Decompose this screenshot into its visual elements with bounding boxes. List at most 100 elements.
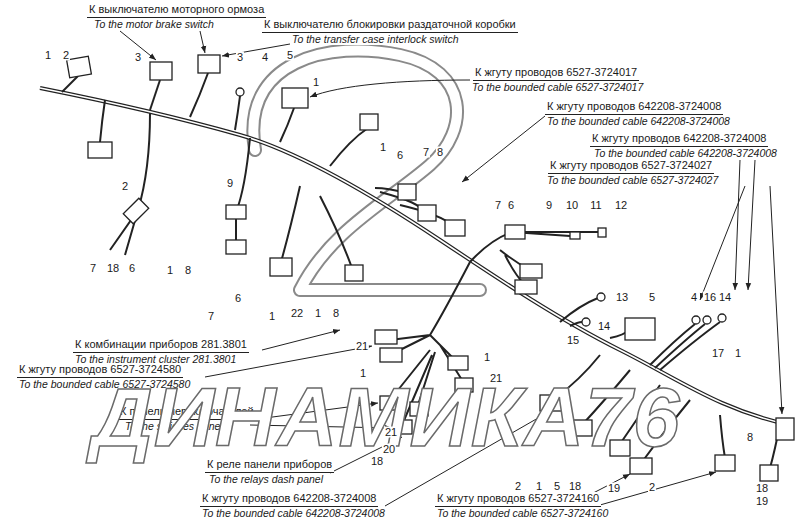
callout-number: 8 [184, 265, 192, 276]
leader-arrow [205, 346, 372, 377]
callout-number: 9 [226, 178, 234, 189]
callout-number: 21 [384, 427, 398, 438]
branch-wire [330, 128, 368, 166]
leader-arrow [222, 44, 290, 56]
callout-number: 2 [514, 481, 522, 492]
connector [282, 88, 308, 108]
callout-number: 18 [568, 481, 582, 492]
callout-number: 1 [379, 142, 387, 153]
callout-number: 7 [207, 311, 215, 322]
connector [625, 318, 655, 340]
english-caption: To the bounded cable 642208-3724008 [200, 507, 387, 519]
connector [505, 225, 525, 239]
harness-trunk [40, 88, 790, 425]
connector [540, 395, 564, 411]
ring-terminal [582, 318, 590, 326]
connector [776, 418, 794, 440]
connector [198, 55, 220, 73]
leader-arrow [600, 472, 716, 505]
connector [150, 62, 172, 80]
callout-number: 7 [422, 147, 430, 158]
callout-number: 1 [268, 311, 276, 322]
branch-wire [150, 80, 160, 110]
callout-number: 14 [718, 292, 732, 303]
callout-number: 19 [755, 496, 769, 507]
callout-number: 19 [607, 483, 621, 494]
leader-arrow [250, 403, 378, 420]
watermark: ДИНАМИКА76 [92, 372, 681, 462]
callout-number: 6 [396, 150, 404, 161]
logo-shape [253, 50, 480, 290]
english-caption: To the swiches panel [123, 420, 225, 432]
english-caption: To the transfer case interlock switch [290, 33, 461, 45]
callout-number: 20 [382, 444, 396, 455]
connector [375, 330, 397, 344]
leader-arrow [570, 474, 630, 505]
plug [570, 232, 580, 239]
russian-caption: К реле панели приборов [205, 458, 334, 473]
branch-wire [110, 113, 150, 255]
connector [226, 240, 246, 254]
russian-caption: К панели переключателей [118, 405, 256, 420]
plug [598, 228, 606, 237]
callout-number: 18 [370, 456, 384, 467]
branch-wire [235, 96, 240, 130]
connector [123, 198, 148, 223]
russian-caption: К выключателю блокировки раздаточной кор… [262, 18, 518, 33]
connector [610, 440, 630, 456]
connector [445, 220, 465, 236]
connector [380, 348, 402, 362]
callout-number: 8 [332, 308, 340, 319]
callout-number: 14 [597, 321, 611, 332]
branch-wire [560, 298, 598, 326]
leader-arrow [748, 160, 755, 290]
russian-caption: К жгуту проводов 6527-3724160 [435, 492, 601, 507]
connector [448, 356, 468, 370]
connector [67, 56, 92, 78]
callout-number: 10 [565, 200, 579, 211]
connector [88, 142, 112, 158]
callout-number: 21 [355, 341, 369, 352]
english-caption: To the motor brake switch [92, 18, 216, 30]
callout-number: 18 [106, 263, 120, 274]
english-caption: To the bounded cable 642208-3724008 [592, 147, 779, 159]
callout-number: 1 [483, 352, 491, 363]
leader-arrow [310, 80, 470, 97]
harness-branches [62, 73, 790, 468]
callout-number: 1 [359, 368, 367, 379]
russian-caption: К жгуту проводов 642208-3724008 [200, 492, 378, 507]
leader-arrow [120, 31, 156, 60]
callout-number: 21 [489, 373, 503, 384]
callout-number: 12 [614, 200, 628, 211]
callout-number: 22 [290, 308, 304, 319]
callout-number: 1 [166, 265, 174, 276]
callout-number: 1 [734, 348, 742, 359]
russian-caption: К жгуту проводов 642208-3724008 [590, 132, 768, 147]
callout-number: 5 [648, 292, 656, 303]
leader-arrows [120, 31, 782, 506]
callout-number: 1 [535, 481, 543, 492]
callout-number: 2 [62, 50, 70, 61]
leader-arrow [385, 414, 545, 506]
connector [418, 205, 436, 221]
leader-arrow [330, 437, 402, 473]
callout-number: 2 [121, 181, 129, 192]
callout-number: 1 [312, 77, 320, 88]
branch-wire [281, 186, 352, 268]
callout-number: 7 [494, 200, 502, 211]
connector [345, 265, 363, 281]
callout-number: 6 [128, 263, 136, 274]
branch-wire [62, 76, 78, 92]
connector [270, 258, 292, 276]
english-caption: To the relays dash panel [207, 473, 325, 485]
connectors [67, 55, 794, 481]
leader-arrow [200, 31, 205, 53]
russian-caption: К жгуту проводов 6527-3724017 [473, 66, 639, 81]
callout-number: 8 [436, 147, 444, 158]
ring-terminal [236, 88, 244, 96]
branch-wire [470, 232, 600, 285]
connector [226, 205, 246, 219]
callout-number: 5 [553, 481, 561, 492]
connector [520, 264, 542, 278]
